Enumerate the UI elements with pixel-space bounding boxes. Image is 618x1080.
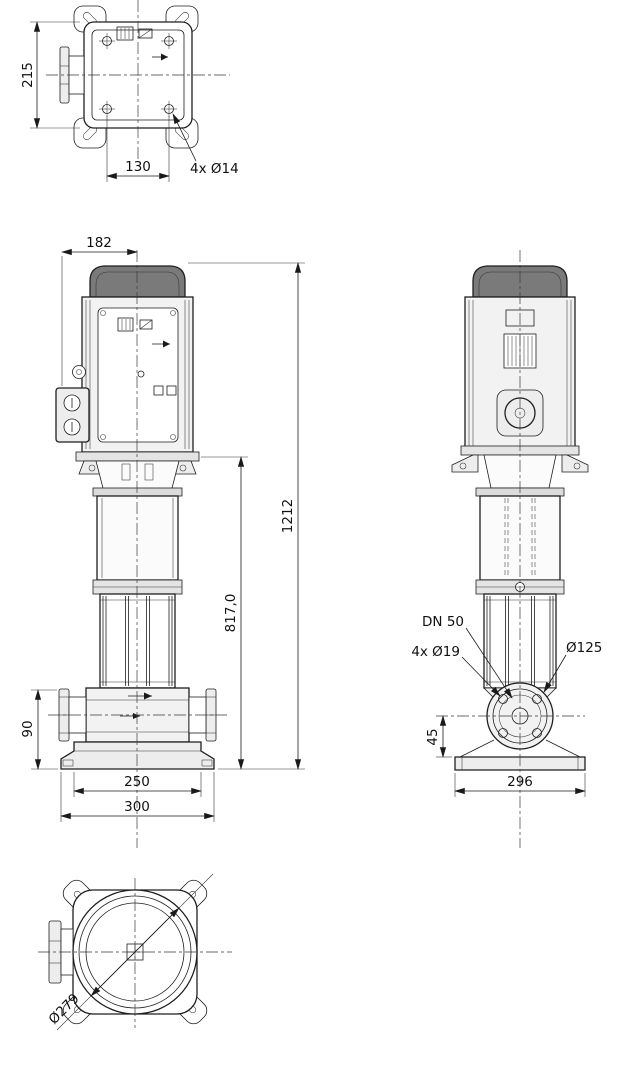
base-gussets [459, 739, 581, 758]
top-view: 215 130 4x Ø14 [20, 0, 239, 182]
front-view: 182 1212 817,0 90 250 [20, 235, 305, 848]
label-4x-d14: 4x Ø14 [190, 161, 239, 177]
dim-817: 817,0 [201, 456, 248, 770]
dim-1212: 1212 [188, 262, 305, 770]
dim-label-300: 300 [124, 799, 150, 815]
dim-label-182: 182 [86, 235, 112, 251]
dim-45: 45 [425, 715, 452, 758]
leader-dn50: DN 50 [422, 614, 513, 699]
bolt-holes-4x14 [99, 33, 177, 117]
dim-label-130: 130 [125, 159, 151, 175]
dim-300: 300 [60, 772, 215, 822]
seal-ring [92, 579, 183, 595]
side-centerlines [436, 250, 585, 848]
dim-250: 250 [73, 772, 202, 797]
bottom-view: Ø279 [38, 873, 232, 1031]
lifting-lug [72, 365, 86, 379]
dim-label-296: 296 [507, 774, 533, 790]
stage-stack [99, 593, 176, 689]
motor-body [81, 296, 194, 453]
dim-296: 296 [454, 773, 586, 797]
dim-label-1212: 1212 [280, 499, 296, 533]
tie-rods [102, 596, 173, 686]
dim-215: 215 [20, 21, 80, 129]
pump-base [60, 741, 215, 770]
dim-label-817: 817,0 [223, 594, 239, 633]
top-terminal-detail [116, 26, 153, 41]
label-4x-d19: 4x Ø19 [411, 644, 460, 660]
motor-flow-arrow [152, 340, 170, 348]
lantern [95, 460, 180, 493]
dim-label-215: 215 [20, 62, 36, 88]
leader-4x-d14: 4x Ø14 [172, 113, 239, 177]
front-centerlines [48, 250, 227, 848]
top-centerlines [46, 0, 230, 162]
dim-label-90: 90 [20, 720, 36, 737]
leader-4x-d19: 4x Ø19 [411, 644, 501, 697]
pump-sleeve [92, 487, 183, 581]
flow-arrow-discharge [128, 692, 152, 700]
dim-130: 130 [106, 116, 170, 182]
label-d125: Ø125 [566, 640, 602, 656]
dim-label-250: 250 [124, 774, 150, 790]
label-dn50: DN 50 [422, 614, 464, 630]
flow-arrow [152, 53, 168, 61]
dim-label-45: 45 [425, 728, 441, 745]
terminal-box [55, 387, 90, 443]
leader-d125: Ø125 [543, 640, 602, 693]
flange-bolt-holes [498, 694, 542, 738]
side-view: DN 50 4x Ø19 Ø125 45 296 [411, 250, 602, 848]
motor-cap [89, 265, 186, 298]
dim-90: 90 [20, 689, 58, 770]
dim-182: 182 [61, 235, 138, 386]
